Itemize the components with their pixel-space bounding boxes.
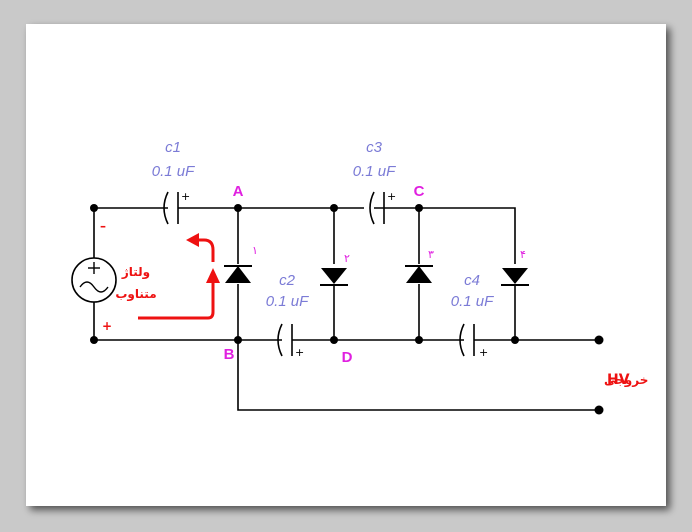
diode-4-icon [501, 264, 529, 286]
node-c-label: C [414, 183, 425, 200]
c4-value-label: 0.1 uF [451, 293, 494, 310]
output-terminal-bottom [594, 405, 604, 415]
c1-polarity-label: + [181, 190, 190, 203]
junction-dot [330, 204, 338, 212]
node-d-label: D [342, 349, 353, 366]
junction-dot [90, 204, 98, 212]
diode-1-icon [224, 264, 252, 284]
source-label-line2: متناوب [115, 287, 156, 302]
c4-polarity-label: + [479, 346, 488, 359]
junction-dot [415, 336, 423, 344]
output-terminal-top [594, 335, 604, 345]
wire-ground-return [237, 340, 599, 411]
diode-2-number: ۲ [344, 252, 350, 265]
output-text-label: خروجی [604, 373, 648, 388]
junction-dot [90, 336, 98, 344]
c3-value-label: 0.1 uF [353, 163, 396, 180]
junction-dot [234, 336, 242, 344]
junction-dot [330, 336, 338, 344]
capacitor-c3 [369, 191, 385, 225]
capacitor-c4 [459, 323, 475, 357]
diode-4-number: ۴ [520, 248, 526, 261]
diode-3-number: ۳ [428, 248, 434, 261]
diode-2-icon [320, 264, 348, 286]
current-arrowheads [186, 233, 220, 283]
c1-value-label: 0.1 uF [152, 163, 195, 180]
c1-name-label: c1 [165, 139, 181, 156]
source-label-line1: ولتاژ [121, 265, 150, 280]
junction-dot [511, 336, 519, 344]
junction-dot [234, 204, 242, 212]
c2-polarity-label: + [295, 346, 304, 359]
current-flow-arrow [138, 238, 215, 320]
c3-polarity-label: + [387, 190, 396, 203]
source-plus-label: + [102, 319, 112, 333]
capacitor-c2 [277, 323, 293, 357]
junction-dot [415, 204, 423, 212]
junction-dots [90, 204, 604, 415]
c2-value-label: 0.1 uF [266, 293, 309, 310]
c3-name-label: c3 [366, 139, 383, 156]
c4-name-label: c4 [464, 272, 480, 289]
capacitor-c1 [163, 191, 179, 225]
source-minus-label: – [100, 219, 106, 233]
node-b-label: B [224, 346, 235, 363]
output-hv-label: HV [607, 372, 630, 388]
ac-source-icon [71, 257, 117, 303]
c2-name-label: c2 [279, 272, 296, 289]
node-a-label: A [233, 183, 244, 200]
diode-3-icon [405, 264, 433, 284]
diode-1-number: ۱ [252, 244, 258, 257]
